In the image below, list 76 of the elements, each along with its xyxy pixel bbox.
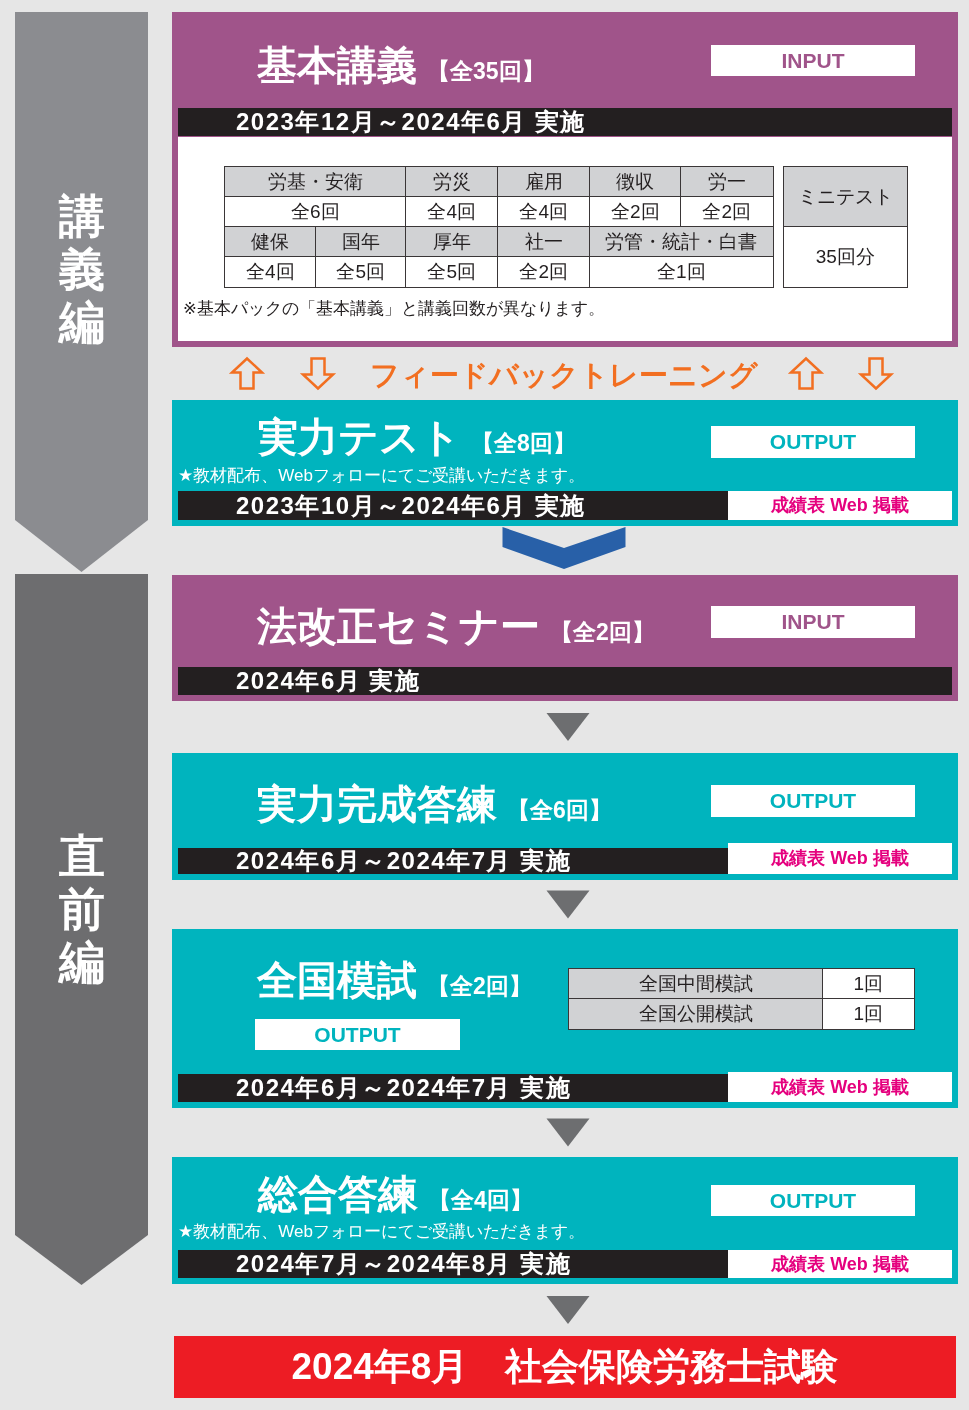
table-cell: 全5回 (315, 256, 407, 288)
triangle-arrow (546, 1118, 590, 1147)
table-header-cell: 厚年 (405, 226, 499, 258)
result-tag: 成績表 Web 掲載 (728, 843, 952, 874)
course-title: 実力完成答練 (257, 782, 497, 826)
triangle-arrow (546, 1296, 590, 1324)
type-tag: INPUT (711, 606, 915, 638)
block-arrow (299, 357, 337, 391)
session-count: 【全8回】 (471, 430, 576, 456)
table-header-cell: 全国中間模試 (568, 968, 824, 1000)
table-cell: 全1回 (589, 256, 774, 288)
course-title: 全国模試 (257, 958, 417, 1002)
type-tag: OUTPUT (711, 426, 915, 458)
section-label: 講義編 (57, 190, 106, 349)
course-box (172, 400, 958, 526)
course-title: 法改正セミナー (257, 604, 540, 648)
session-count: 【全2回】 (550, 619, 655, 645)
date-bar: 2023年12月～2024年6月 実施 (178, 108, 952, 136)
table-header-cell: 労災 (405, 166, 499, 198)
course-box (172, 753, 958, 880)
table-header-cell: 全国公開模試 (568, 998, 824, 1030)
table-cell: 全4回 (224, 256, 317, 288)
triangle-arrow (546, 713, 590, 741)
block-arrow (857, 357, 895, 391)
table-header-cell: ミニテスト (783, 166, 908, 228)
course-title: 実力テスト (258, 415, 461, 459)
type-tag: OUTPUT (711, 1185, 915, 1216)
section-band (15, 574, 148, 1285)
table-cell: 全4回 (405, 196, 499, 228)
note-text: ※基本パックの「基本講義」と講義回数が異なります。 (183, 298, 605, 318)
table-header-cell: 国年 (315, 226, 407, 258)
result-tag: 成績表 Web 掲載 (728, 1072, 952, 1102)
result-tag: 成績表 Web 掲載 (728, 1250, 952, 1278)
table-header-cell: 労基・安衛 (224, 166, 407, 198)
date-bar: 2024年6月～2024年7月 実施 (178, 1074, 728, 1102)
block-arrow (228, 356, 266, 390)
type-tag: OUTPUT (711, 785, 915, 817)
table-cell: 全2回 (680, 196, 774, 228)
exam-banner: 2024年8月 社会保険労務士試験 (174, 1336, 956, 1398)
course-box (172, 1157, 958, 1284)
date-bar: 2023年10月～2024年6月 実施 (178, 491, 728, 520)
result-tag: 成績表 Web 掲載 (728, 491, 952, 520)
table-header-cell: 労管・統計・白書 (589, 226, 774, 258)
table-cell: 全4回 (497, 196, 591, 228)
note-text: ★教材配布、Webフォローにてご受講いただきます。 (178, 1222, 585, 1242)
triangle-arrow (546, 890, 590, 919)
table-cell: 全6回 (224, 196, 407, 228)
session-count: 【全6回】 (507, 797, 612, 823)
table-header-cell: 労一 (680, 166, 774, 198)
table-header-cell: 徴収 (589, 166, 682, 198)
section-label: 直前編 (57, 830, 106, 989)
session-count: 【全35回】 (427, 58, 545, 84)
date-bar: 2024年6月～2024年7月 実施 (178, 848, 728, 874)
table-cell: 全2回 (497, 256, 591, 288)
table-header-cell: 健保 (224, 226, 317, 258)
date-bar: 2024年7月～2024年8月 実施 (178, 1250, 728, 1278)
date-bar: 2024年6月 実施 (178, 667, 952, 695)
session-count: 【全4回】 (428, 1187, 533, 1213)
chevron-arrow (502, 527, 626, 569)
table-cell: 35回分 (783, 226, 908, 288)
section-band (15, 12, 148, 572)
table-cell: 全5回 (405, 256, 499, 288)
table-header-cell: 社一 (497, 226, 591, 258)
table-header-cell: 雇用 (497, 166, 591, 198)
block-arrow (787, 356, 825, 390)
type-tag: INPUT (711, 45, 915, 76)
table-cell: 1回 (822, 998, 915, 1030)
course-box (172, 575, 958, 701)
feedback-label: フィードバックトレーニング (370, 358, 758, 393)
table-cell: 1回 (822, 968, 915, 1000)
table-cell: 全2回 (589, 196, 682, 228)
course-title: 総合答練 (258, 1172, 418, 1216)
note-text: ★教材配布、Webフォローにてご受講いただきます。 (178, 466, 585, 486)
type-tag: OUTPUT (255, 1019, 460, 1050)
session-count: 【全2回】 (427, 973, 532, 999)
course-title: 基本講義 (257, 43, 417, 87)
